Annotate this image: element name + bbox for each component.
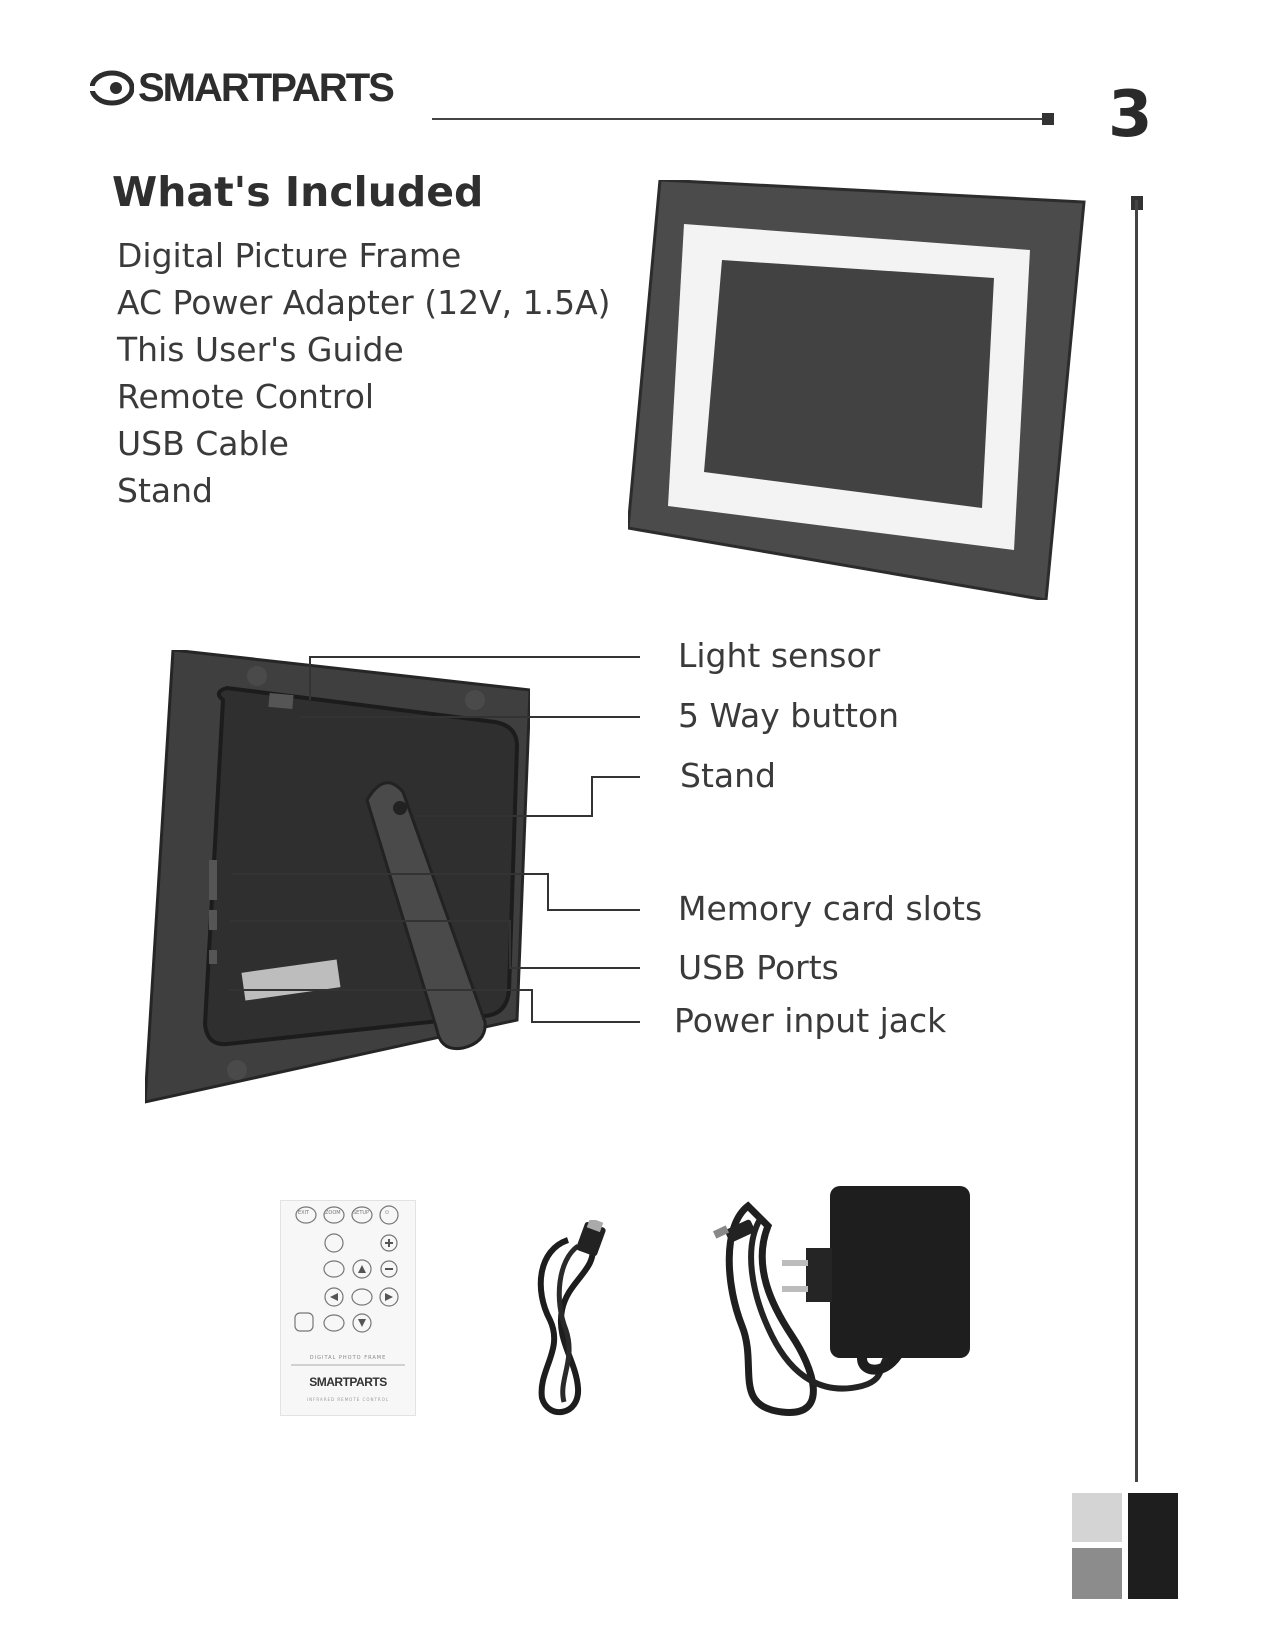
remote-caption: DIGITAL PHOTO FRAME xyxy=(309,1355,387,1361)
callout-memory-card-slots: Memory card slots xyxy=(678,889,983,928)
callout-usb-ports: USB Ports xyxy=(678,948,839,987)
remote-setup-label: SETUP xyxy=(353,1210,370,1216)
power-adapter-image xyxy=(712,1186,970,1416)
callout-stand: Stand xyxy=(680,756,776,795)
section-title: What's Included xyxy=(112,168,484,216)
swatch-light xyxy=(1072,1493,1122,1542)
header-rule-end xyxy=(1042,113,1054,125)
callout-light-sensor: Light sensor xyxy=(678,636,881,675)
remote-control-image: EXIT ZOOM SETUP ⏻ DIGITAL PHOTO FRAME SM… xyxy=(280,1200,416,1416)
page-number: 3 xyxy=(1108,78,1153,152)
swatch-dark xyxy=(1128,1493,1178,1599)
included-list: Digital Picture Frame AC Power Adapter (… xyxy=(117,232,611,514)
header-rule xyxy=(432,118,1050,120)
frame-front-image xyxy=(628,180,1086,600)
list-item: Digital Picture Frame xyxy=(117,236,462,275)
list-item: Remote Control xyxy=(117,377,375,416)
smartparts-emblem-icon xyxy=(90,70,134,106)
list-item: AC Power Adapter (12V, 1.5A) xyxy=(117,283,611,322)
swatch-mid xyxy=(1072,1548,1122,1599)
remote-brand: SMARTPARTS xyxy=(309,1375,387,1389)
brand-logo: SMARTPARTS xyxy=(90,62,395,114)
usb-cable-image xyxy=(537,1220,606,1416)
side-rule xyxy=(1135,200,1138,1482)
brand-name: SMARTPARTS xyxy=(138,65,395,110)
list-item: USB Cable xyxy=(117,424,289,463)
remote-zoom-label: ZOOM xyxy=(325,1210,341,1216)
remote-subcaption: INFRARED REMOTE CONTROL xyxy=(306,1397,390,1402)
remote-power-label: ⏻ xyxy=(385,1210,389,1216)
list-item: Stand xyxy=(117,471,213,510)
corner-swatches xyxy=(1072,1493,1182,1599)
callout-5-way-button: 5 Way button xyxy=(678,696,900,735)
callout-power-input-jack: Power input jack xyxy=(674,1001,947,1040)
list-item: This User's Guide xyxy=(117,330,404,369)
remote-exit-label: EXIT xyxy=(298,1210,310,1216)
